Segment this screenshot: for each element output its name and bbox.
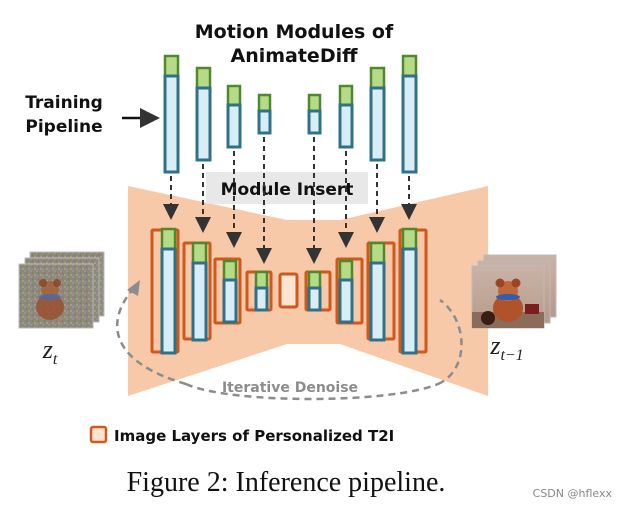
legend-swatch — [89, 425, 108, 444]
z-t-label: zt — [42, 335, 58, 368]
denoise-arrow-head — [127, 280, 140, 296]
clean-teddy-bear-frames-icon — [471, 254, 557, 329]
motion-module — [369, 241, 386, 342]
training-pipeline-line1: Training — [25, 93, 103, 113]
image-layer-middle — [278, 272, 299, 309]
motion-module — [401, 54, 418, 174]
module-insert-label: Module Insert — [221, 180, 354, 200]
iterative-denoise-label: Iterative Denoise — [222, 380, 358, 396]
motion-module — [226, 84, 242, 149]
training-pipeline-line2: Pipeline — [25, 117, 102, 137]
motion-module — [307, 270, 322, 312]
insert-arrows — [163, 137, 417, 264]
motion-module — [222, 259, 238, 324]
motion-module — [401, 227, 418, 355]
motion-module — [307, 93, 322, 135]
motion-module — [369, 66, 386, 162]
motion-module — [257, 93, 272, 135]
motion-module — [163, 54, 180, 174]
watermark: CSDN @hflexx — [533, 487, 613, 500]
figure-caption: Figure 2: Inference pipeline. — [127, 467, 446, 498]
legend-label: Image Layers of Personalized T2I — [114, 427, 394, 445]
motion-module — [195, 66, 212, 162]
motion-modules-top — [163, 54, 418, 174]
motion-modules-title-line1: Motion Modules of — [195, 21, 394, 43]
iterative-denoise-loop — [116, 287, 463, 401]
motion-module — [191, 241, 208, 342]
inserted-motion-modules — [160, 227, 418, 355]
motion-module — [338, 259, 354, 324]
motion-module — [338, 84, 354, 149]
motion-module — [160, 227, 177, 355]
z-t-minus-1-label: zt−1 — [489, 331, 523, 364]
noisy-teddy-bear-frames-icon — [18, 251, 105, 329]
motion-modules-title-line2: AnimateDiff — [230, 45, 358, 67]
motion-module — [254, 270, 269, 312]
